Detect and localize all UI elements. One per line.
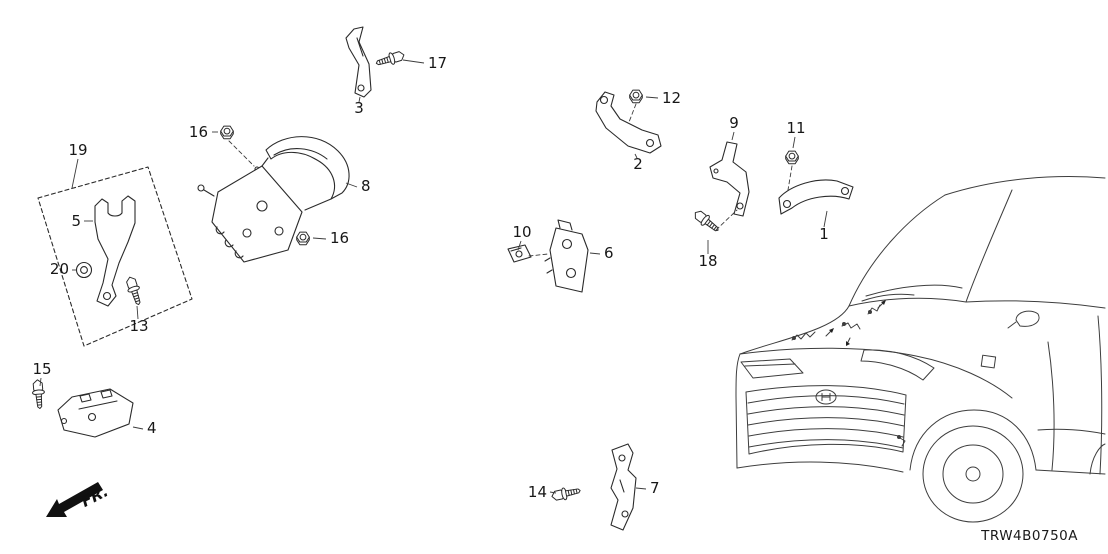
callout-13: 13 [129, 305, 149, 335]
bolt-13 [123, 274, 145, 307]
callout-12: 12 [645, 89, 681, 107]
callout-16-upper-label: 16 [189, 123, 208, 141]
callout-2-label: 2 [633, 155, 643, 173]
car-headlight-right [860, 349, 935, 381]
callout-10: 10 [512, 223, 532, 251]
callout-19: 19 [68, 141, 88, 189]
fr-arrow-icon [46, 482, 103, 517]
car-door-shutline-2 [1097, 315, 1103, 475]
callout-18-label: 18 [698, 252, 717, 270]
part-5-bracket [94, 195, 136, 307]
car-front-wheel-rim [942, 444, 1004, 504]
car-roof-line [944, 176, 1106, 196]
bolt-15 [30, 378, 47, 410]
part-2-bracket [595, 91, 662, 154]
part-6-bracket [544, 219, 589, 293]
part-3-bracket [345, 26, 372, 98]
bolt-17 [374, 48, 407, 70]
car-front-wheel-hub [965, 466, 981, 482]
car-fender-top [739, 347, 1013, 399]
part-9-bracket [709, 141, 750, 217]
part-1-bracket [778, 179, 854, 215]
callout-16-lower: 16 [312, 229, 349, 247]
callout-4: 4 [132, 419, 157, 437]
callout-7-label: 7 [650, 479, 660, 497]
nut-12 [628, 89, 643, 123]
callout-18: 18 [698, 240, 718, 270]
car-grille-slats [747, 395, 905, 449]
callout-20-label: 20 [50, 260, 69, 278]
car-sill-line [1035, 469, 1106, 475]
grommet-20 [75, 261, 93, 279]
nut-16-lower [296, 231, 310, 246]
callout-20: 20 [50, 260, 76, 278]
car-shoulder-line [965, 300, 1106, 309]
callout-1-label: 1 [819, 225, 829, 243]
callout-2: 2 [633, 153, 643, 173]
callout-17-label: 17 [428, 54, 447, 72]
callout-10-label: 10 [512, 223, 531, 241]
callout-15: 15 [32, 360, 52, 387]
callout-1: 1 [819, 210, 829, 243]
bolt-18 [691, 207, 738, 236]
car-harness-marks [791, 300, 906, 447]
callout-8: 8 [345, 177, 371, 195]
bolt-14 [550, 484, 582, 503]
car-charge-port [980, 354, 997, 369]
callout-19-label: 19 [68, 141, 87, 159]
car-windshield-edge [965, 189, 1013, 303]
callout-17: 17 [402, 54, 447, 72]
callout-16-lower-label: 16 [330, 229, 349, 247]
car-wheel-arch [909, 409, 1037, 471]
callout-9: 9 [729, 114, 739, 141]
callout-5-label: 5 [71, 212, 81, 230]
clip-10 [507, 244, 549, 263]
car-emblem [815, 389, 837, 405]
car-dashboard-line [865, 284, 963, 297]
car-grille-outline [745, 385, 907, 455]
car-a-pillar [848, 194, 946, 307]
car-mirror [1007, 310, 1040, 329]
car-bumper-bottom [736, 461, 904, 473]
fr-label: FR. [78, 482, 111, 511]
callout-11-label: 11 [786, 119, 805, 137]
callout-5: 5 [71, 212, 93, 230]
fr-indicator: FR. [46, 482, 111, 517]
callout-11: 11 [786, 119, 806, 149]
car-door-shutline [1047, 341, 1055, 471]
car-cowl-line [848, 297, 967, 307]
callout-14: 14 [528, 483, 557, 501]
callout-7: 7 [635, 479, 660, 497]
callout-3-label: 3 [354, 99, 364, 117]
car-sketch [735, 176, 1106, 523]
nut-16-upper [220, 125, 260, 172]
part-8-bracket [197, 136, 350, 263]
part-4-bracket [57, 388, 134, 438]
callout-8-label: 8 [361, 177, 371, 195]
callout-4-label: 4 [147, 419, 157, 437]
callout-6: 6 [589, 244, 614, 262]
car-rear-wheel-arch [1089, 443, 1106, 475]
part-7-bracket [610, 443, 637, 531]
callout-16-upper: 16 [189, 123, 218, 141]
car-headlight-left [740, 358, 804, 379]
callouts: 17 3 16 12 2 9 11 19 [32, 54, 828, 501]
callout-3: 3 [354, 96, 364, 117]
car-body-crease [1037, 428, 1106, 435]
callout-14-label: 14 [528, 483, 547, 501]
callout-15-label: 15 [32, 360, 51, 378]
car-hood-edge [739, 305, 850, 355]
callout-12-label: 12 [662, 89, 681, 107]
part-code: TRW4B0750A [980, 528, 1078, 544]
car-wiper [861, 293, 915, 302]
callout-6-label: 6 [604, 244, 614, 262]
callout-13-label: 13 [129, 317, 148, 335]
car-front-wheel [922, 425, 1024, 523]
callout-9-label: 9 [729, 114, 739, 132]
group-box-19 [37, 166, 193, 347]
car-front-edge [735, 353, 741, 469]
